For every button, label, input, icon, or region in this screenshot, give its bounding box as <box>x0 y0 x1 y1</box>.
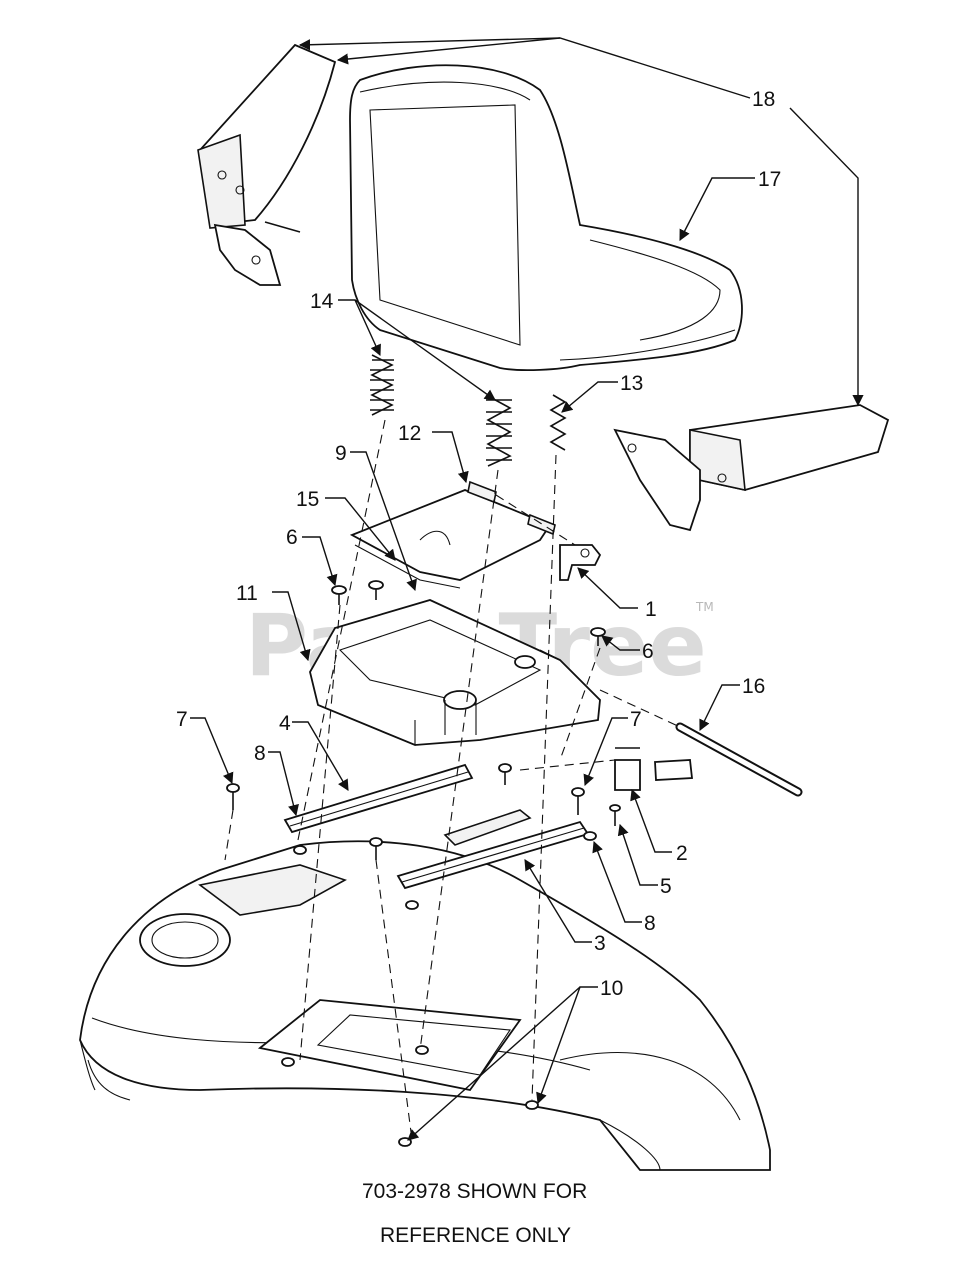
switch-2 <box>614 747 693 791</box>
latch-1 <box>559 544 602 581</box>
callout-10: 10 <box>600 977 623 1000</box>
callout-7-left: 7 <box>176 708 188 731</box>
rod-16 <box>675 722 803 797</box>
callout-13: 13 <box>620 372 643 395</box>
callout-8-right: 8 <box>644 912 656 935</box>
callout-3: 3 <box>594 932 606 955</box>
callout-4: 4 <box>279 712 291 735</box>
leader-lines <box>190 37 864 1141</box>
note-line-1: 703-2978 SHOWN FOR <box>362 1180 587 1203</box>
callout-2: 2 <box>676 842 688 865</box>
callout-8-left: 8 <box>254 742 266 765</box>
callout-15: 15 <box>296 488 319 511</box>
reference-note: 703-2978 SHOWN FOR REFERENCE ONLY <box>362 1180 587 1247</box>
seat-bracket-right <box>613 404 890 532</box>
callout-1: 1 <box>645 598 657 621</box>
callout-16: 16 <box>742 675 765 698</box>
note-line-2: REFERENCE ONLY <box>380 1224 571 1247</box>
hinge-plate <box>349 480 556 589</box>
seat-cushion <box>349 64 743 372</box>
callout-14: 14 <box>310 290 334 313</box>
callout-11: 11 <box>236 582 258 605</box>
callout-5: 5 <box>660 875 672 898</box>
callout-6-left: 6 <box>286 526 298 549</box>
assembly-lines <box>224 419 681 1141</box>
svg-text:TM: TM <box>695 600 714 614</box>
seat-rails <box>283 763 590 890</box>
springs <box>370 354 567 467</box>
spring-right <box>549 394 567 451</box>
spring-middle <box>486 395 512 467</box>
callout-18: 18 <box>752 88 775 111</box>
callout-9: 9 <box>335 442 347 465</box>
seat-bracket-left <box>197 43 337 286</box>
callout-7-right: 7 <box>630 708 642 731</box>
fasteners <box>226 580 621 1147</box>
spring-left <box>370 354 394 416</box>
callout-17: 17 <box>758 168 781 191</box>
callout-labels: 1 2 3 4 5 6 6 7 7 8 8 9 10 11 12 13 14 1… <box>176 88 781 1000</box>
callout-12: 12 <box>398 422 421 445</box>
fender-body <box>79 840 771 1171</box>
callout-6-right: 6 <box>642 640 654 663</box>
